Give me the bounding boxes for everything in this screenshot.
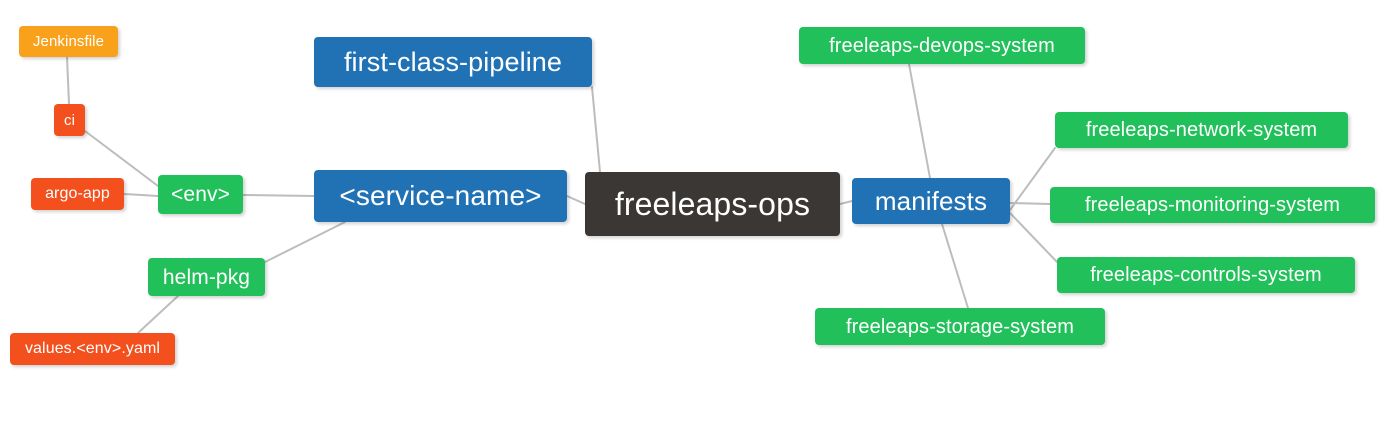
mindmap-node-Jenkinsfile[interactable]: Jenkinsfile [19, 26, 118, 57]
edge-service-name-to-helm-pkg [264, 221, 346, 263]
edge-freeleaps-ops-to-first-class-pipeline [591, 86, 601, 173]
mindmap-node-freeleaps-controls-system[interactable]: freeleaps-controls-system [1057, 257, 1355, 293]
mindmap-node-helm-pkg[interactable]: helm-pkg [148, 258, 265, 296]
mindmap-node-env[interactable]: <env> [158, 175, 243, 214]
mindmap-node-argo-app[interactable]: argo-app [31, 178, 124, 210]
mindmap-node-freeleaps-storage-system[interactable]: freeleaps-storage-system [815, 308, 1105, 345]
mindmap-node-freeleaps-network-system[interactable]: freeleaps-network-system [1055, 112, 1348, 148]
edge-env-to-argo-app [123, 193, 159, 197]
edge-manifests-to-freeleaps-controls-system [1009, 212, 1058, 263]
mindmap-node-manifests[interactable]: manifests [852, 178, 1010, 224]
edge-service-name-to-env [242, 194, 315, 197]
edge-manifests-to-freeleaps-devops-system [908, 63, 931, 179]
edge-helm-pkg-to-values.<env>.yaml [137, 295, 179, 334]
mindmap-node-values.<env>.yaml[interactable]: values.<env>.yaml [10, 333, 175, 365]
edge-ci-to-Jenkinsfile [66, 56, 70, 105]
edge-manifests-to-freeleaps-network-system [1009, 147, 1056, 211]
edge-manifests-to-freeleaps-storage-system [941, 223, 969, 309]
mindmap-node-service-name[interactable]: <service-name> [314, 170, 567, 222]
mindmap-node-freeleaps-monitoring-system[interactable]: freeleaps-monitoring-system [1050, 187, 1375, 223]
edge-env-to-ci [84, 130, 159, 187]
mindmap-node-freeleaps-devops-system[interactable]: freeleaps-devops-system [799, 27, 1085, 64]
mindmap-node-freeleaps-ops[interactable]: freeleaps-ops [585, 172, 840, 236]
edge-freeleaps-ops-to-service-name [566, 195, 586, 205]
mindmap-node-ci[interactable]: ci [54, 104, 85, 136]
edge-manifests-to-freeleaps-monitoring-system [1009, 202, 1051, 205]
edge-freeleaps-ops-to-manifests [839, 200, 853, 205]
mindmap-node-first-class-pipeline[interactable]: first-class-pipeline [314, 37, 592, 87]
